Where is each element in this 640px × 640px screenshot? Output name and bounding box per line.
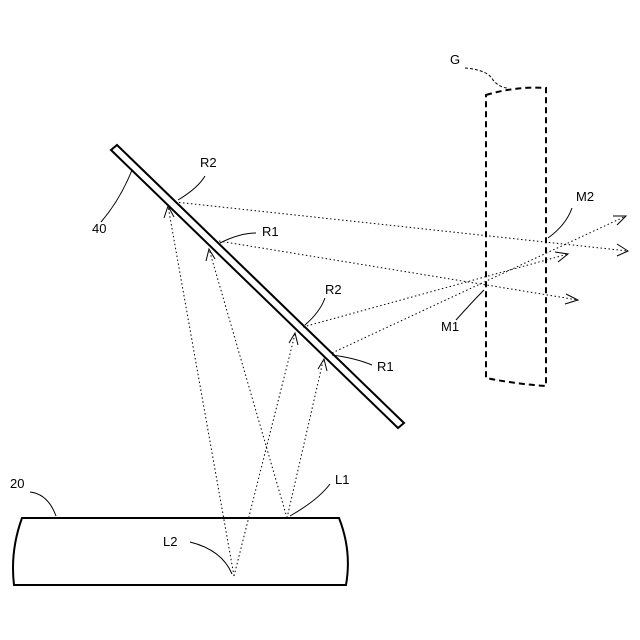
leader-20 [30, 492, 56, 516]
arrowhead-r1-lower-out [613, 216, 626, 225]
arrowhead-r2-upper-in [164, 206, 174, 218]
label-40: 40 [92, 221, 106, 236]
combiner-plate-40 [111, 145, 404, 428]
ray-l2-to-r2-lower [234, 334, 295, 576]
label-l1: L1 [335, 472, 349, 487]
display-unit-20 [13, 518, 348, 585]
leader-g [465, 68, 508, 88]
leader-r2-lower [305, 298, 325, 325]
label-m1: M1 [441, 319, 459, 334]
label-l2: L2 [163, 534, 177, 549]
arrowhead-r2-lower-out [555, 252, 568, 262]
leader-r2-upper [178, 176, 205, 200]
label-20: 20 [10, 476, 24, 491]
label-g: G [450, 52, 460, 67]
arrowhead-r2-upper-out [617, 244, 628, 256]
leader-r1-upper [220, 233, 256, 243]
ray-r1-upper-reflected [219, 241, 578, 300]
label-m2: M2 [576, 189, 594, 204]
leader-l1 [290, 484, 330, 516]
windshield-g [486, 88, 546, 386]
leader-m1 [456, 290, 484, 320]
ray-r2-upper-reflected [175, 202, 628, 251]
ray-r1-lower-reflected [332, 216, 626, 353]
leader-m2 [548, 208, 572, 238]
ray-l1-to-r1-upper [209, 249, 287, 518]
label-r1-lower: R1 [377, 359, 394, 374]
label-r1-upper: R1 [262, 224, 279, 239]
label-r2-upper: R2 [200, 155, 217, 170]
ray-l1-to-r1-lower [287, 361, 323, 518]
ray-r2-lower-reflected [303, 254, 568, 327]
ray-l2-to-r2-upper [168, 206, 234, 576]
leader-l2 [190, 542, 232, 574]
leader-40 [101, 170, 132, 222]
label-r2-lower: R2 [325, 282, 342, 297]
